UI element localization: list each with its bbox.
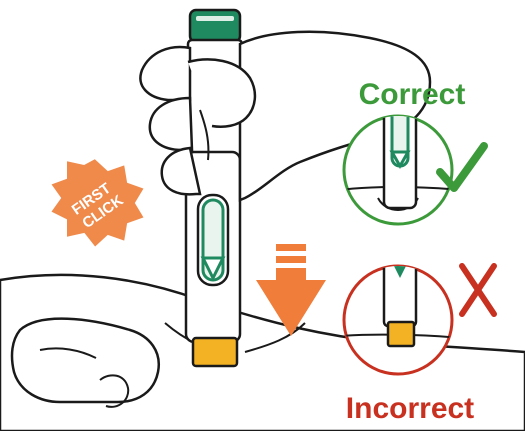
incorrect-label: Incorrect [346, 392, 474, 425]
correct-label: Correct [359, 78, 466, 111]
x-icon [462, 266, 494, 314]
pinching-hand [12, 319, 159, 407]
